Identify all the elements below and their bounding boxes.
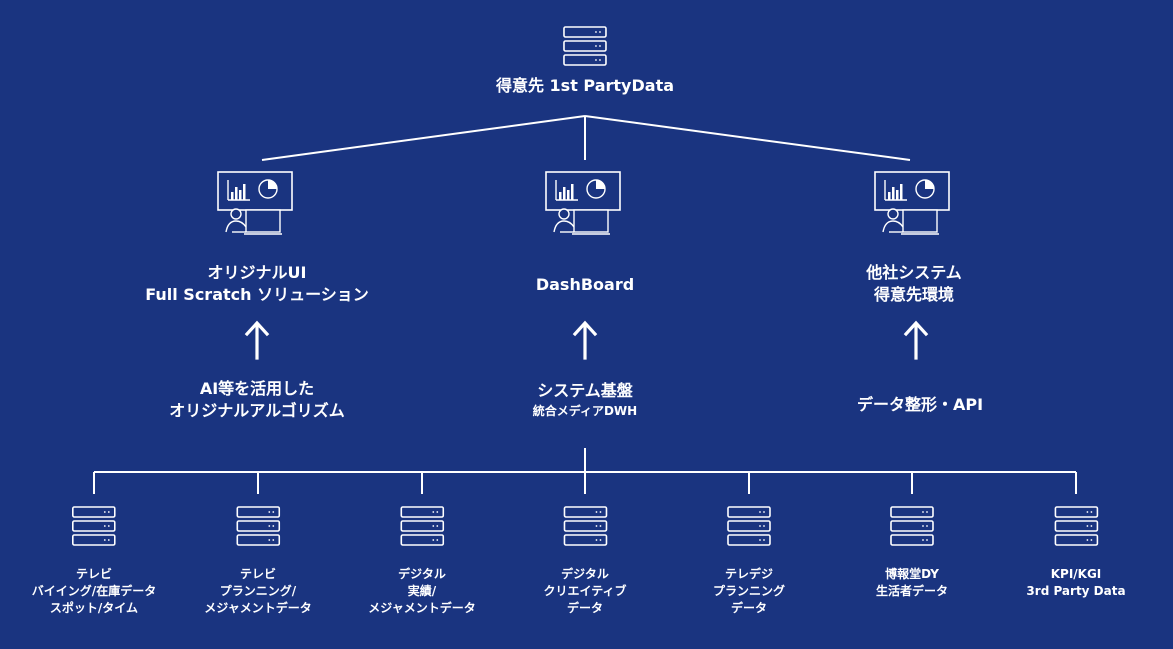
source-label-line: デジタル bbox=[398, 567, 446, 581]
output-label-other-systems: 他社システム 得意先環境 bbox=[866, 262, 962, 306]
dashboard-workstation-icon bbox=[874, 171, 950, 235]
output-node-dashboard bbox=[544, 170, 626, 244]
layer-title-line: オリジナルアルゴリズム bbox=[169, 401, 345, 420]
source-label-line: 3rd Party Data bbox=[1026, 584, 1126, 598]
layer-label-algorithm: AI等を活用した オリジナルアルゴリズム bbox=[169, 378, 345, 422]
database-icon bbox=[563, 506, 607, 546]
source-label-line: メジャメントデータ bbox=[368, 601, 476, 615]
source-label-line: メジャメントデータ bbox=[204, 601, 312, 615]
arrow-up-icon bbox=[903, 320, 929, 360]
layer-subtitle: 統合メディアDWH bbox=[532, 404, 638, 418]
connector-root-left bbox=[261, 115, 586, 161]
database-icon bbox=[400, 506, 444, 546]
output-node-other-systems bbox=[873, 170, 955, 244]
source-label-line: テレビ bbox=[239, 567, 276, 581]
database-icon bbox=[727, 506, 771, 546]
layer-label-api: データ整形・API bbox=[857, 394, 983, 416]
source-label: 博報堂DY 生活者データ bbox=[876, 566, 948, 600]
database-icon bbox=[1054, 506, 1098, 546]
arrow-up-icon bbox=[244, 320, 270, 360]
source-label: テレビ プランニング/ メジャメントデータ bbox=[204, 566, 311, 617]
connector-root-right bbox=[584, 115, 911, 161]
source-label: KPI/KGI 3rd Party Data bbox=[1026, 566, 1125, 600]
arrow-up-icon bbox=[572, 320, 598, 360]
source-node: テレデジ プランニング データ bbox=[713, 506, 785, 617]
source-label-line: 実績/ bbox=[407, 584, 437, 598]
source-label-line: データ bbox=[730, 601, 768, 615]
source-node: テレビ プランニング/ メジャメントデータ bbox=[204, 506, 312, 617]
database-icon bbox=[890, 506, 934, 546]
output-label-original-ui: オリジナルUI Full Scratch ソリューション bbox=[145, 262, 369, 306]
source-label-line: クリエイティブ bbox=[543, 584, 627, 598]
output-label-line: 得意先環境 bbox=[873, 285, 954, 304]
output-node-original-ui bbox=[216, 170, 298, 244]
output-label-line: オリジナルUI bbox=[207, 263, 307, 282]
source-label: デジタル クリエイティブ データ bbox=[543, 566, 626, 617]
source-label: テレビ バイイング/在庫データ スポット/タイム bbox=[32, 566, 156, 617]
source-node: テレビ バイイング/在庫データ スポット/タイム bbox=[32, 506, 156, 617]
source-node: デジタル クリエイティブ データ bbox=[543, 506, 627, 617]
dashboard-workstation-icon bbox=[217, 171, 293, 235]
source-label: テレデジ プランニング データ bbox=[713, 566, 785, 617]
source-node: 博報堂DY 生活者データ bbox=[876, 506, 948, 600]
source-label-line: テレビ bbox=[75, 567, 113, 581]
layer-title-line: データ整形・API bbox=[856, 395, 984, 414]
layer-title-line: システム基盤 bbox=[537, 381, 633, 400]
source-label-line: データ bbox=[566, 601, 604, 615]
layer-label-system: システム基盤 統合メディアDWH bbox=[533, 380, 637, 420]
database-icon bbox=[236, 506, 280, 546]
database-icon bbox=[563, 26, 607, 66]
layer-title-line: AI等を活用した bbox=[199, 379, 315, 398]
output-label-dashboard: DashBoard bbox=[536, 274, 634, 296]
source-label: デジタル 実績/ メジャメントデータ bbox=[368, 566, 475, 617]
root-label: 得意先 1st PartyData bbox=[495, 76, 675, 95]
source-node: デジタル 実績/ メジャメントデータ bbox=[368, 506, 476, 617]
source-label-line: 生活者データ bbox=[875, 584, 949, 598]
source-node: KPI/KGI 3rd Party Data bbox=[1026, 506, 1126, 600]
root-node: 得意先 1st PartyData bbox=[496, 26, 674, 96]
source-label-line: KPI/KGI bbox=[1050, 567, 1102, 581]
output-label-line: Full Scratch ソリューション bbox=[145, 285, 369, 304]
output-label-line: 他社システム bbox=[866, 263, 962, 282]
output-label-line: DashBoard bbox=[535, 275, 635, 294]
source-label-line: スポット/タイム bbox=[49, 601, 139, 615]
source-label-line: 博報堂DY bbox=[885, 567, 939, 581]
source-label-line: テレデジ bbox=[724, 567, 774, 581]
database-icon bbox=[72, 506, 116, 546]
dashboard-workstation-icon bbox=[545, 171, 621, 235]
source-label-line: プランニング/ bbox=[219, 584, 297, 598]
source-label-line: バイイング/在庫データ bbox=[31, 584, 157, 598]
source-label-line: デジタル bbox=[561, 567, 609, 581]
source-label-line: プランニング bbox=[712, 584, 786, 598]
